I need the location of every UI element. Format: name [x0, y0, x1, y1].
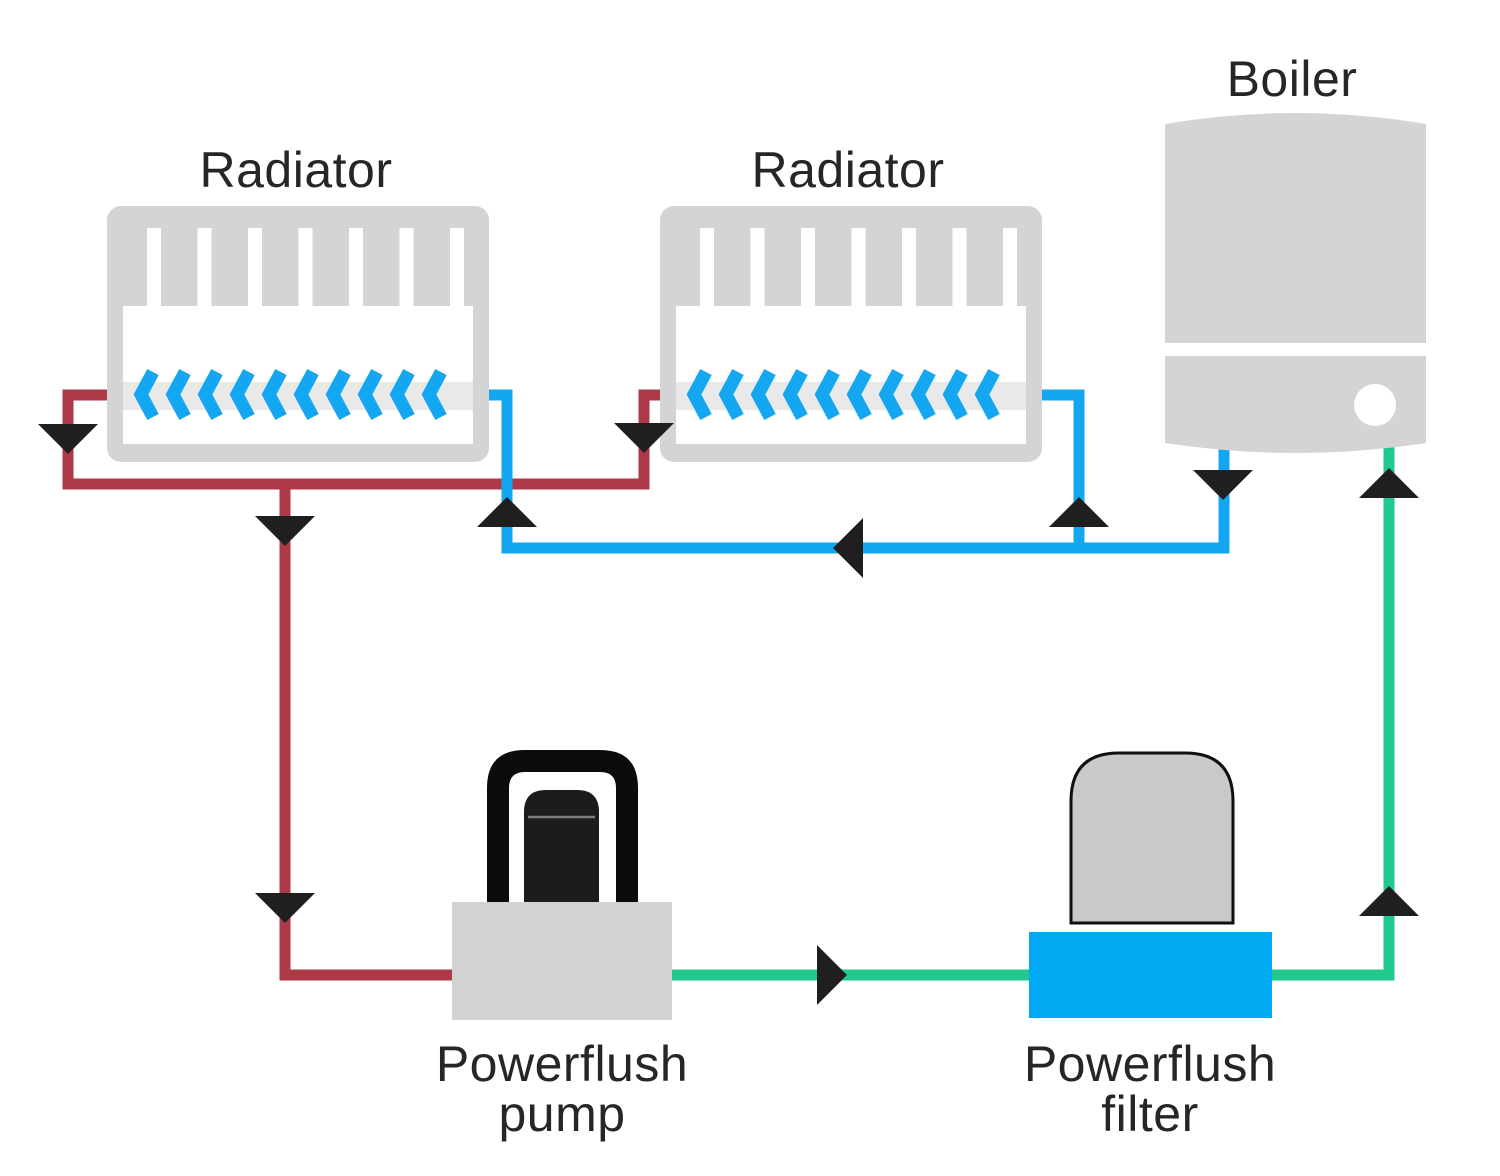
boiler-label: Boiler — [1227, 51, 1358, 107]
boiler-dial-circle — [1354, 384, 1396, 426]
boiler-upper-panel — [1165, 113, 1426, 343]
flow-arrow-up-radiator-left-in — [477, 497, 537, 527]
flow-arrow-down-red-drop-bottom — [255, 893, 315, 923]
flow-arrow-up-radiator-right-in — [1049, 497, 1109, 527]
boiler-body — [1165, 113, 1426, 453]
filter-label-line1: Powerflush — [1024, 1036, 1276, 1092]
flow-arrows — [38, 423, 1419, 1005]
flow-arrow-down-radiator-right-out — [614, 423, 674, 453]
filter-base — [1029, 932, 1272, 1018]
flow-arrow-right-green-main — [817, 945, 847, 1005]
flow-arrow-up-boiler-in — [1359, 468, 1419, 498]
blue-flow-pipe-main — [489, 389, 1230, 554]
powerflush-filter-body — [1029, 751, 1272, 1018]
red-return-pipe — [62, 389, 660, 490]
pump-label-line1: Powerflush — [436, 1036, 688, 1092]
radiator-left-label: Radiator — [200, 142, 393, 198]
pump-motor — [524, 790, 599, 905]
flow-arrow-down-boiler-out — [1193, 470, 1253, 500]
radiator-right-label: Radiator — [752, 142, 945, 198]
filter-dome — [1069, 751, 1235, 925]
pump-label-line2: pump — [498, 1086, 625, 1142]
flow-arrow-up-green-riser — [1359, 886, 1419, 916]
flow-arrow-left-blue-main — [833, 518, 863, 578]
green-pipe-pump-to-boiler — [672, 445, 1395, 981]
radiator-right-body — [660, 206, 1042, 462]
filter-label-line2: filter — [1101, 1086, 1198, 1142]
powerflush-pump-body — [452, 750, 672, 1020]
flow-arrow-down-radiator-left-out — [38, 424, 98, 454]
boiler-lower-panel — [1165, 356, 1426, 453]
red-drop-pipe-to-pump — [279, 484, 452, 981]
pump-base — [452, 902, 672, 1020]
pipe-network — [62, 389, 1395, 981]
pump-handle — [487, 750, 638, 912]
flow-arrow-down-red-drop-top — [255, 516, 315, 546]
radiator-left-body — [107, 206, 489, 462]
